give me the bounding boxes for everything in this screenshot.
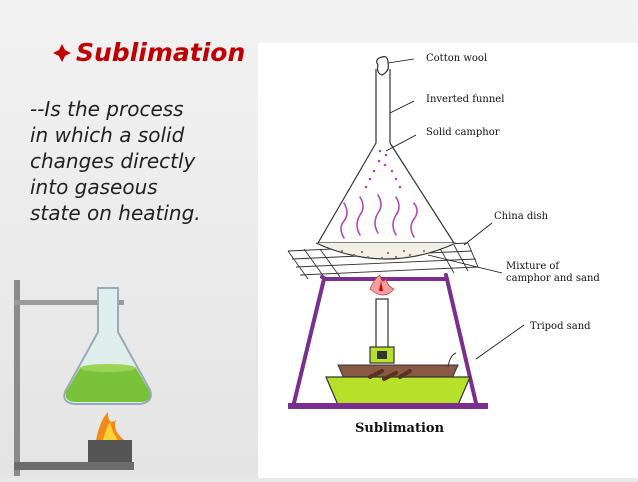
label-solid-camphor: Solid camphor xyxy=(426,127,500,138)
slide-title: Sublimation xyxy=(52,38,245,67)
inverted-funnel xyxy=(316,142,456,244)
title-text: Sublimation xyxy=(76,38,246,67)
diagram-caption: Sublimation xyxy=(355,421,445,436)
definition-line: state on heating. xyxy=(30,201,201,225)
label-inverted-funnel: Inverted funnel xyxy=(426,94,505,105)
diamond-bullet-icon xyxy=(53,44,71,62)
china-dish xyxy=(315,242,457,260)
cotton-wool-plug xyxy=(376,56,389,76)
definition-line: --Is the process xyxy=(30,97,184,121)
lab-flask-illustration xyxy=(14,280,152,476)
definition-line: in which a solid xyxy=(30,123,185,147)
definition-line: into gaseous xyxy=(30,175,158,199)
tripod-base xyxy=(288,403,488,409)
definition-line: changes directly xyxy=(30,149,196,173)
sublimation-diagram: Cotton wool Inverted funnel Solid campho… xyxy=(258,43,638,478)
burner xyxy=(375,298,389,350)
label-china-dish: China dish xyxy=(494,211,549,222)
label-mixture-line2: camphor and sand xyxy=(506,273,600,284)
burner-flame xyxy=(369,274,395,296)
apparatus-drawing xyxy=(287,56,525,409)
label-tripod-stand: Tripod sand xyxy=(530,321,591,332)
sand-tray xyxy=(325,376,471,406)
label-mixture-line1: Mixture of xyxy=(506,261,560,272)
label-cotton-wool: Cotton wool xyxy=(426,53,488,64)
definition-text: --Is the process in which a solid change… xyxy=(30,96,255,226)
